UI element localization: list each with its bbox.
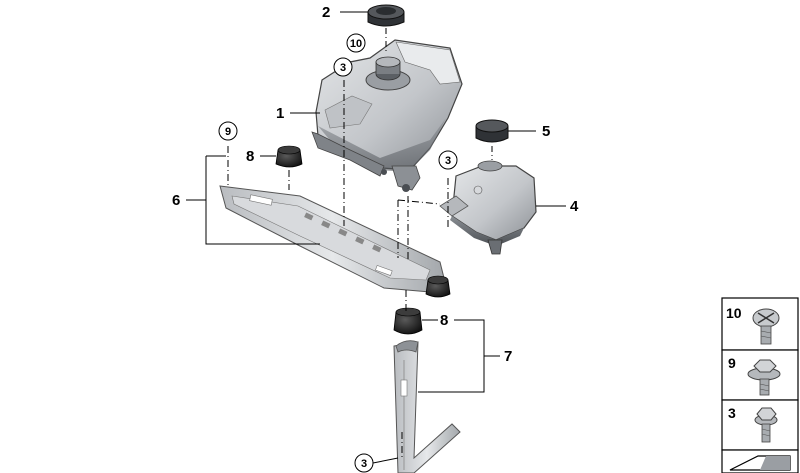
- legend-number-10: 10: [726, 305, 742, 321]
- callout-8-bottom: 8: [440, 312, 448, 329]
- callout-5: 5: [542, 123, 550, 140]
- reservoir-cap: [367, 4, 405, 52]
- callout-10: 10: [350, 38, 362, 50]
- pan-head-screw-icon: [752, 308, 780, 345]
- expansion-reservoir: [311, 39, 463, 192]
- circled-callout-3-right: 3: [438, 150, 458, 170]
- callout-3-bottom: 3: [361, 458, 367, 470]
- carrier-bracket: [219, 185, 446, 293]
- rubber-mount-top: [275, 145, 303, 168]
- circled-callout-10: 10: [346, 33, 366, 53]
- fastener-legend: 10 9 3: [721, 297, 799, 473]
- legend-number-9: 9: [728, 355, 736, 371]
- legend-cell-3: [721, 399, 799, 451]
- secondary-cap: [475, 119, 509, 160]
- assembly-lines: [227, 80, 449, 460]
- rubber-mount-bottom: [393, 307, 423, 335]
- legend-number-3: 3: [728, 405, 736, 421]
- circled-callout-3-reservoir: 3: [333, 57, 353, 77]
- secondary-tank: [439, 160, 537, 255]
- callout-8-top: 8: [246, 148, 254, 165]
- callout-9: 9: [225, 126, 231, 138]
- rubber-mount-right: [425, 275, 451, 298]
- leader-3-bottom: [372, 457, 399, 464]
- callout-2: 2: [322, 4, 330, 21]
- reference-shape-icon: [729, 455, 791, 471]
- leader-lines: [186, 11, 566, 393]
- callout-3-right: 3: [445, 155, 451, 167]
- callout-3-reservoir: 3: [340, 62, 346, 74]
- flange-bolt-icon: [747, 359, 781, 396]
- circled-callout-3-bottom: 3: [354, 453, 374, 473]
- vertical-bracket: [393, 340, 461, 473]
- hex-bolt-icon: [754, 407, 778, 443]
- callout-1: 1: [276, 105, 284, 122]
- circled-callout-9: 9: [218, 121, 238, 141]
- callout-4: 4: [570, 198, 579, 215]
- callout-7: 7: [504, 348, 512, 365]
- callout-6: 6: [172, 192, 180, 209]
